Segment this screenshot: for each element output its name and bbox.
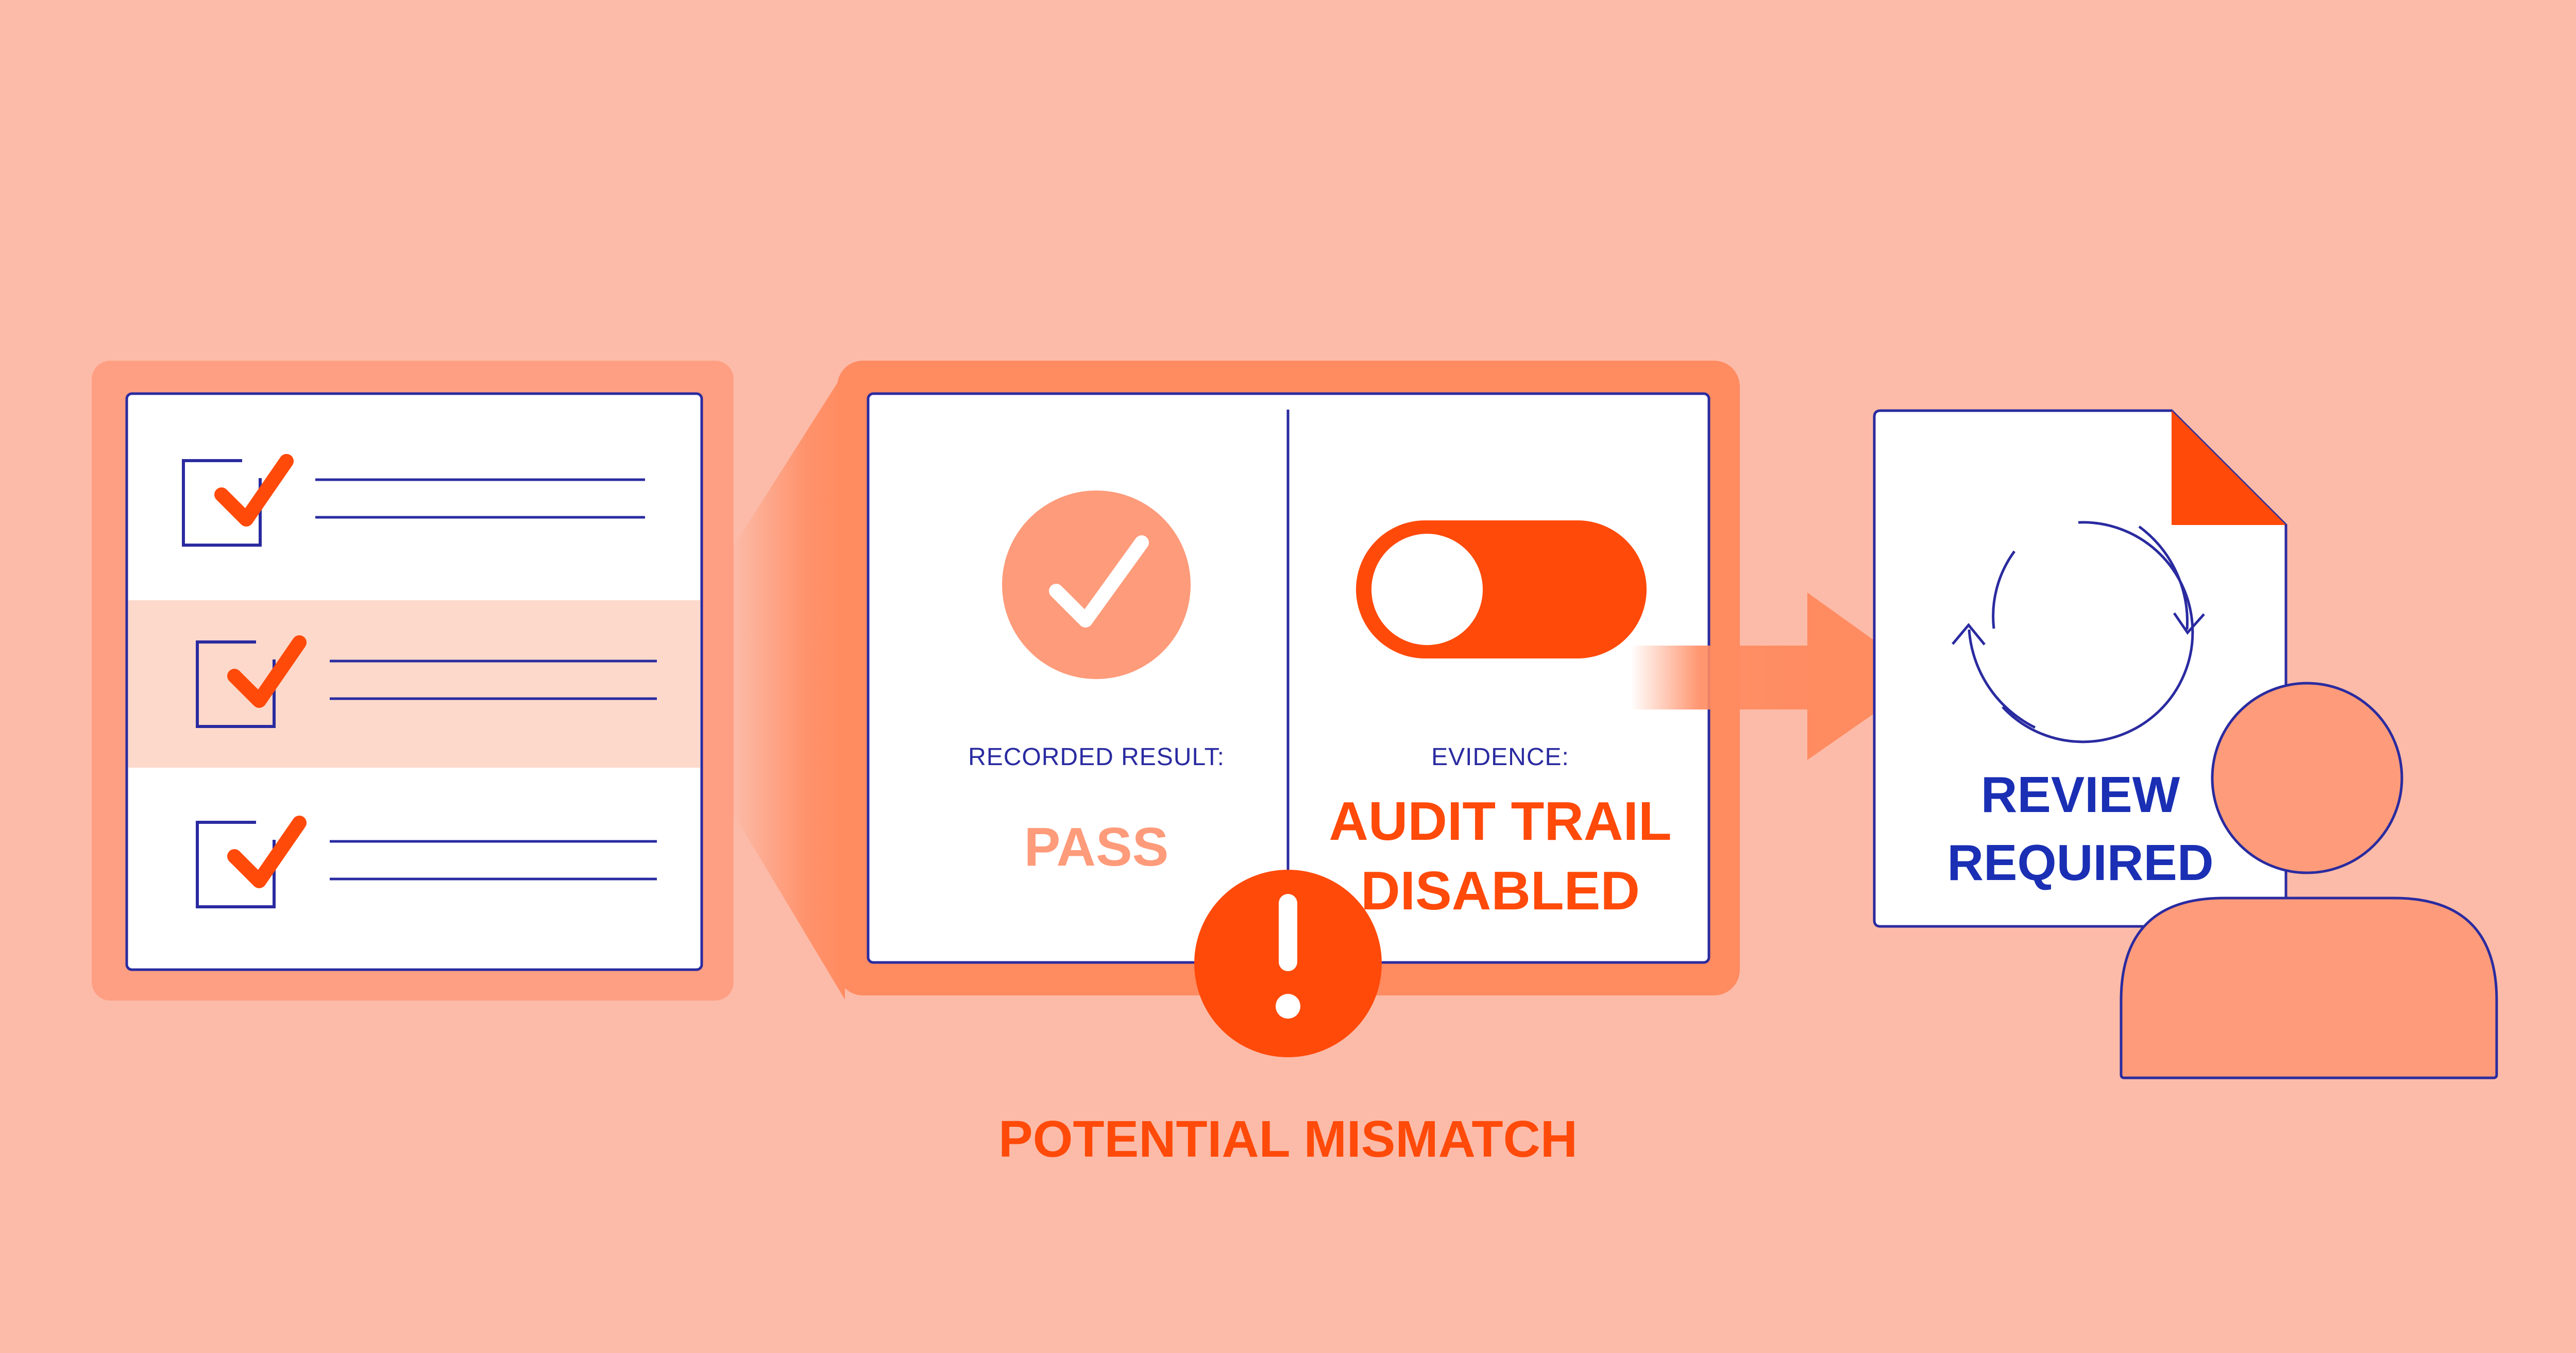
checkmark-icon (227, 635, 307, 708)
refresh-cycle-icon (1952, 521, 2205, 743)
review-title-line2: REQUIRED (1947, 834, 2213, 891)
document-sheet (1873, 409, 2287, 928)
evidence-value-line1: AUDIT TRAIL (1329, 791, 1671, 852)
person-icon (2120, 682, 2498, 1079)
checkbox-icon (196, 821, 276, 908)
arrow-shaft (1631, 646, 1826, 709)
comparison-panel: RECORDED RESULT: PASS EVIDENCE: AUDIT TR… (837, 361, 1740, 995)
checklist-highlight-row (128, 600, 700, 768)
exclamation-dot (1276, 994, 1300, 1019)
recorded-result-value: PASS (1024, 817, 1169, 877)
flow-arrow (1631, 593, 1926, 760)
checkbox-icon (196, 640, 276, 728)
checkbox-icon (182, 459, 262, 547)
pass-check-icon (1002, 491, 1191, 679)
document-fold (2172, 411, 2286, 525)
mismatch-warning: POTENTIAL MISMATCH (998, 870, 1578, 1168)
person-body (2120, 897, 2498, 1079)
review-document: REVIEW REQUIRED (1873, 409, 2287, 928)
checklist-item (196, 816, 657, 908)
zoom-beam (734, 371, 845, 1000)
checkmark-icon (214, 454, 294, 527)
checklist-item-highlighted (196, 635, 657, 728)
arrow-head (1807, 593, 1926, 760)
person-head (2211, 682, 2403, 874)
evidence-label: EVIDENCE: (1431, 743, 1569, 771)
recorded-result-label: RECORDED RESULT: (968, 743, 1225, 771)
evidence-value-line2: DISABLED (1361, 860, 1640, 921)
mismatch-label: POTENTIAL MISMATCH (998, 1110, 1578, 1168)
exclamation-bar (1279, 894, 1297, 971)
toggle-knob (1371, 534, 1483, 645)
pass-checkmark (1049, 535, 1149, 628)
checklist-panel (92, 361, 734, 1001)
checklist-item (182, 454, 645, 547)
checkmark-icon (227, 816, 307, 888)
review-title-line1: REVIEW (1981, 766, 2180, 823)
